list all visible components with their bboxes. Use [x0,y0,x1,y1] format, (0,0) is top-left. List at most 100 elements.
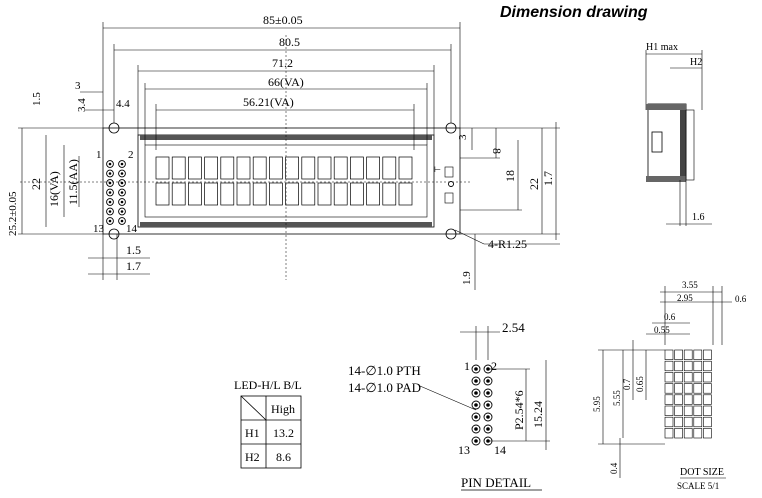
dot-cell [693,349,703,360]
char-cell [269,156,283,180]
front-pin-hole [120,181,124,185]
dim-right-1-7: 1.7 [541,171,555,186]
dim-pcb-hole-pitch: 80.5 [279,35,300,49]
dot-size: 3.55 2.95 0.6 0.6 0.55 5.95 5.55 0.7 0.6… [592,280,747,491]
side-pins [685,109,695,181]
dot-cell [674,360,683,372]
dot-cell [703,360,712,372]
bezel-shadow-top [140,135,432,140]
dim-radius: 4-R1.25 [488,237,527,251]
dot-cell [674,349,683,360]
char-cell [285,156,299,180]
dot-cell [683,349,693,360]
char-cell [301,156,316,180]
character-grid [155,156,413,206]
char-cell [382,156,397,180]
dot-h-0-7: 0.7 [622,378,632,390]
dim-left-3-4: 3.4 [76,98,88,112]
dim-active-area-height: 11.5(AA) [66,159,80,205]
detail-pin-hole [474,391,478,395]
front-pin-1-label: 1 [96,149,102,161]
pin-pad-label: 14-∅1.0 PAD [348,380,421,395]
drawing-title: Dimension drawing [500,4,648,21]
dot-cell [674,428,683,439]
dot-cell [703,394,712,405]
char-cell [333,182,348,206]
dot-cell [683,428,693,439]
char-cell [188,182,202,206]
mount-hole-br [445,228,457,240]
dim-overall-height: 25.2±0.05 [7,191,19,236]
front-pin-13-label: 13 [93,223,105,235]
side-bottom-1-6: 1.6 [692,212,705,223]
char-cell [398,156,413,180]
detail-pin-hole [474,367,478,371]
front-pin-hole [120,172,124,175]
dot-cell [664,405,674,416]
radius-leader [454,229,485,245]
pin-detail: 2.54 14-∅1.0 PTH 14-∅1.0 PAD 1 2 13 14 P… [348,320,550,491]
front-pin-hole [108,200,112,204]
dot-cell [683,360,693,372]
char-cell [350,156,364,180]
detail-pin-hole [486,415,490,419]
detail-pin-hole [474,415,478,419]
dot-cell [703,349,712,360]
dim-left-1-5: 1.5 [31,92,43,106]
char-cell [188,156,202,180]
side-bezel-bottom [646,176,686,182]
dot-cell [703,372,712,383]
dim-right-18: 18 [503,170,517,182]
dim-view-area-width: 66(VA) [268,75,304,89]
pin-detail-2: 2 [491,359,497,373]
front-pin-header [106,160,126,225]
dot-size-scale: SCALE 5/1 [677,481,719,491]
char-cell [155,156,170,180]
dim-active-area-width: 56.21(VA) [243,95,294,109]
dim-right-22: 22 [527,178,541,190]
dot-cell [674,372,683,383]
char-cell [171,156,186,180]
led-table-row1-label: H1 [245,426,260,440]
dot-cell [693,372,703,383]
char-cell [269,182,283,206]
front-pin-hole [108,181,112,185]
detail-pin-hole [486,379,490,383]
mount-hole-bl [108,228,120,240]
detail-pin-hole [486,403,490,407]
dot-size-caption: DOT SIZE [680,467,724,478]
led-table-frame [240,395,302,469]
dot-h-5-55: 5.55 [612,390,622,406]
led-table-header: LED-H/L B/L [234,378,302,392]
dot-cell [703,416,712,428]
dot-cell [664,394,674,405]
dot-h-5-95: 5.95 [592,396,602,412]
dot-cell [683,372,693,383]
detail-pin-hole [474,439,478,443]
dot-cell [683,405,693,416]
char-cell [220,156,235,180]
char-cell [301,182,316,206]
led-table-row1-value: 13.2 [273,426,294,440]
dot-cell [664,416,674,428]
dot-cell [693,428,703,439]
dim-overall-width: 85±0.05 [263,13,303,27]
dot-w-0-55: 0.55 [654,325,670,335]
dim-left-4-4: 4.4 [116,98,130,110]
dot-cell [674,383,683,394]
top-dimensions: 85±0.05 80.5 71.2 66(VA) 56.21(VA) 3 4.4… [31,13,461,150]
led-table: LED-H/L B/L High H1 13.2 H2 8.6 [234,378,302,469]
dot-w-2-95: 2.95 [677,293,693,303]
char-cell [204,182,218,206]
pin-leader [419,385,477,411]
front-pin-hole [120,191,124,194]
dot-w-0-6-right: 0.6 [735,294,747,304]
side-h2-label: H2 [690,57,702,68]
char-cell [398,182,413,206]
side-view: H1 max H2 1.6 [645,42,712,226]
front-view: ⊢ 1 2 13 14 [20,35,470,280]
dot-cell [664,349,674,360]
dim-view-area-height: 16(VA) [47,171,61,207]
char-cell [317,156,332,180]
dot-cell [664,428,674,439]
